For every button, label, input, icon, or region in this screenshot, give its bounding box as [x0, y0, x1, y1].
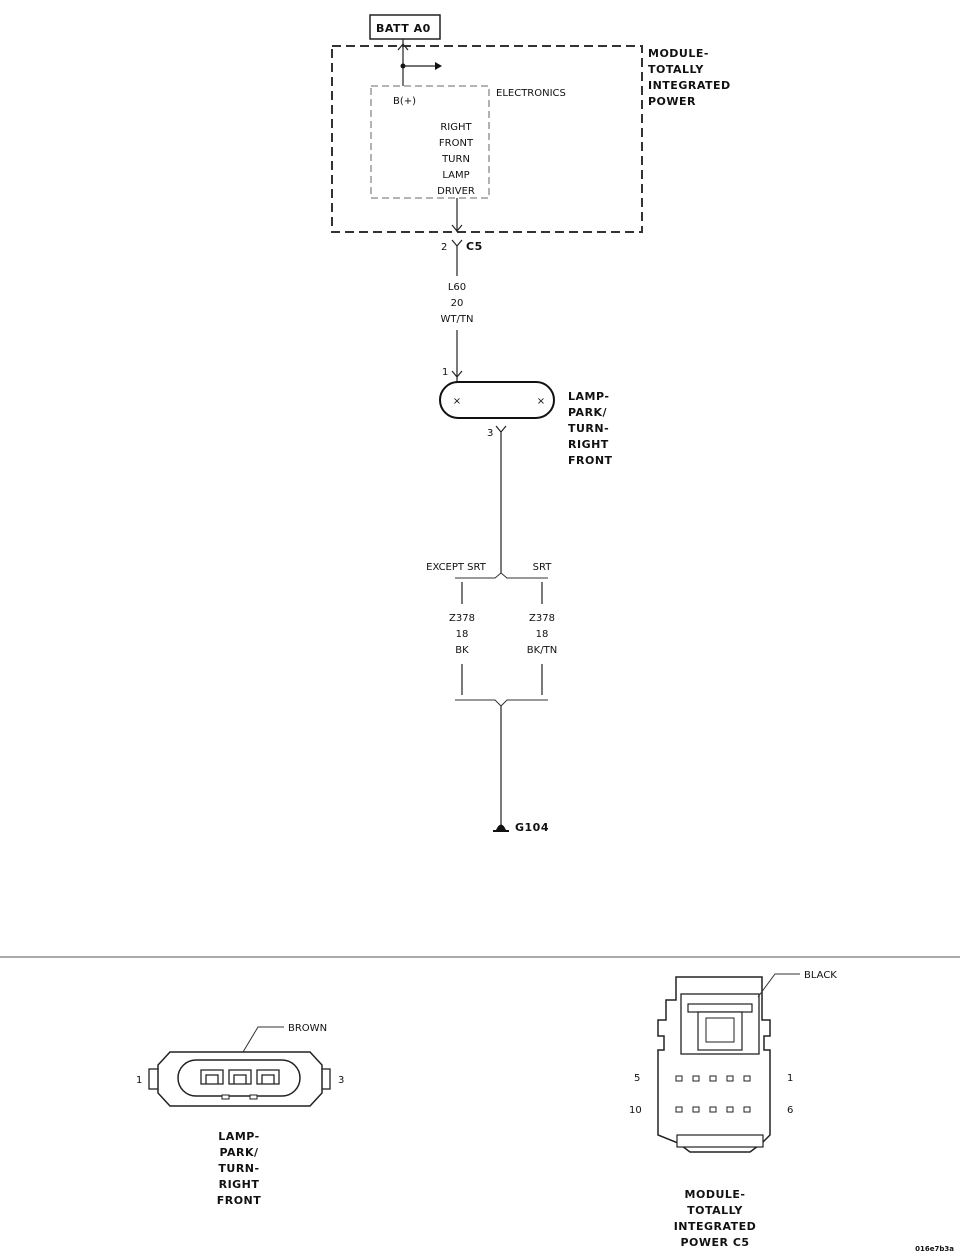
driver-label-4: LAMP — [442, 170, 469, 181]
driver-label-2: FRONT — [439, 138, 474, 149]
lamp-filament-1: × — [453, 396, 461, 407]
lamp-connector-key-2 — [249, 1094, 258, 1100]
lamp-body — [439, 381, 555, 419]
l60-color: WT/TN — [441, 314, 474, 325]
module-name-4: POWER — [648, 95, 696, 108]
lamp-connector-pin-right: 3 — [338, 1075, 344, 1086]
driver-label-1: RIGHT — [440, 122, 472, 133]
lamp-connector-cavity-3 — [256, 1069, 280, 1085]
lamp-connector-color-leader — [242, 1026, 284, 1053]
branch-srt-label: SRT — [533, 562, 553, 573]
module-connector-view: BLACK 5 1 10 6 MODULE- TOTALLY INTEGRATE… — [629, 970, 837, 1249]
module-name-2: TOTALLY — [648, 63, 704, 76]
batt-feed-arrow — [397, 43, 409, 51]
module-connector-latch-mid — [687, 1003, 753, 1013]
cavity-r2-2 — [692, 1106, 700, 1113]
lamp-connector-cavity-1 — [200, 1069, 224, 1085]
lamp-name-4: RIGHT — [568, 438, 609, 451]
lamp-filament-2: × — [537, 396, 545, 407]
branch-brace-top — [455, 572, 548, 579]
lamp-connector-color-label: BROWN — [288, 1023, 327, 1034]
module-name-3: INTEGRATED — [648, 79, 731, 92]
l60-gauge: 20 — [451, 298, 464, 309]
electronics-outline — [370, 85, 490, 199]
module-connector-pin-1: 1 — [787, 1073, 793, 1084]
lamp-connector-name-2: PARK/ — [219, 1146, 259, 1159]
cavity-r2-4 — [726, 1106, 734, 1113]
splice-branch-arrow — [435, 62, 442, 70]
module-connector-color-label: BLACK — [804, 970, 837, 981]
module-connector-name-4: POWER C5 — [680, 1236, 749, 1249]
lamp-pin3-connector-symbol — [495, 425, 507, 433]
electronics-label: ELECTRONICS — [496, 88, 566, 99]
branch-except-srt-gauge: 18 — [456, 629, 469, 640]
lamp-pin1-number: 1 — [442, 367, 448, 378]
module-connector-pin-10: 10 — [629, 1105, 642, 1116]
module-connector-pin-5: 5 — [634, 1073, 640, 1084]
lamp-name-5: FRONT — [568, 454, 613, 467]
lamp-connector-name-5: FRONT — [217, 1194, 262, 1207]
module-name-1: MODULE- — [648, 47, 709, 60]
lamp-connector-name-4: RIGHT — [219, 1178, 260, 1191]
branch-except-srt-circuit: Z378 — [449, 613, 475, 624]
figure-id: 016e7b3a — [915, 1245, 954, 1253]
lamp-name-2: PARK/ — [568, 406, 608, 419]
ground-symbol — [496, 824, 506, 830]
l60-circuit-id: L60 — [448, 282, 466, 293]
c5-connector-name: C5 — [466, 240, 483, 253]
module-connector-name-3: INTEGRATED — [674, 1220, 757, 1233]
c5-connector-symbol — [451, 239, 463, 247]
cavity-r1-2 — [692, 1075, 700, 1082]
cavity-r2-5 — [743, 1106, 751, 1113]
branch-except-srt-label: EXCEPT SRT — [426, 562, 487, 573]
cavity-r1-3 — [709, 1075, 717, 1082]
module-connector-name-1: MODULE- — [685, 1188, 746, 1201]
module-connector-name-2: TOTALLY — [687, 1204, 743, 1217]
lamp-connector-cavities — [200, 1069, 280, 1085]
branch-srt-gauge: 18 — [536, 629, 549, 640]
lamp-pin3-number: 3 — [487, 428, 493, 439]
lamp-connector-key-1 — [221, 1094, 230, 1100]
branch-srt-color: BK/TN — [527, 645, 557, 656]
cavity-r1-1 — [675, 1075, 683, 1082]
cavity-r2-3 — [709, 1106, 717, 1113]
lamp-name-3: TURN- — [568, 422, 609, 435]
driver-label-5: DRIVER — [437, 186, 475, 197]
cavity-r2-1 — [675, 1106, 683, 1113]
module-connector-cavities-top — [675, 1075, 751, 1082]
branch-brace-bottom — [455, 699, 548, 707]
branch-except-srt-color: BK — [455, 645, 469, 656]
cavity-r1-4 — [726, 1075, 734, 1082]
ground-label: G104 — [515, 821, 549, 834]
module-connector-pin-6: 6 — [787, 1105, 793, 1116]
module-connector-cavities-bottom — [675, 1106, 751, 1113]
module-connector-latch-window — [705, 1017, 735, 1043]
module-connector-bottom-key — [676, 1134, 764, 1148]
driver-label-3: TURN — [441, 154, 470, 165]
lamp-connector-cavity-2 — [228, 1069, 252, 1085]
driver-output-arrow — [451, 224, 463, 232]
lamp-connector-view: BROWN 1 3 LAMP- PARK/ TURN- RIGHT FRONT — [136, 1023, 344, 1207]
lamp-connector-pin-left: 1 — [136, 1075, 142, 1086]
b-plus-label: B(+) — [393, 96, 416, 107]
lamp-connector-name-1: LAMP- — [218, 1130, 259, 1143]
lamp-name-1: LAMP- — [568, 390, 609, 403]
batt-a0-box — [369, 14, 441, 40]
branch-srt-circuit: Z378 — [529, 613, 555, 624]
module-outline — [331, 45, 643, 233]
batt-a0-label: BATT A0 — [376, 22, 431, 35]
module-connector-color-leader — [757, 973, 800, 998]
lamp-connector-name-3: TURN- — [218, 1162, 259, 1175]
cavity-r1-5 — [743, 1075, 751, 1082]
c5-pin-number: 2 — [441, 242, 447, 253]
